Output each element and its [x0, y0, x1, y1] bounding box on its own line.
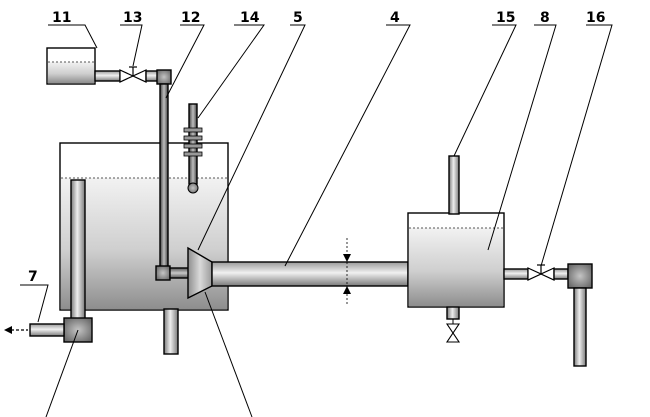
- outlet-pipe: [4, 179, 93, 343]
- elbow-joint-bottom: [155, 265, 171, 281]
- left-tank: [59, 142, 229, 311]
- outlet-horizontal-pipe: [29, 323, 65, 337]
- valve-13: [119, 66, 147, 83]
- right-tank-drain-valve: [445, 306, 461, 343]
- right-tank-outlet-pipe: [503, 268, 529, 280]
- reservoir-11: [46, 47, 96, 85]
- mixing-tube-4: [211, 261, 409, 287]
- label-12: 12: [181, 10, 200, 26]
- label-11: 11: [52, 10, 71, 26]
- right-tank: [407, 212, 505, 308]
- flow-arrow-icon: [4, 326, 12, 334]
- elbow-joint-16: [567, 263, 593, 289]
- elbow-joint-top: [156, 69, 172, 85]
- reservoir-feed-pipe: [94, 70, 121, 82]
- label-14: 14: [240, 10, 260, 26]
- label-8: 8: [540, 10, 550, 26]
- valve-8: [527, 264, 555, 281]
- label-15: 15: [496, 10, 515, 26]
- labels: 11 13 12 14 5 4 15 8 16 7: [28, 10, 605, 285]
- label-5: 5: [293, 10, 303, 26]
- downpipe-16: [573, 287, 587, 367]
- float-gauge-14: [183, 103, 203, 194]
- vent-pipe-15: [448, 155, 460, 215]
- leader-lines: [20, 24, 613, 417]
- label-4: 4: [390, 10, 400, 26]
- feed-tube-12: [159, 83, 169, 268]
- label-16: 16: [586, 10, 605, 26]
- left-tank-drain-pipe: [163, 308, 179, 355]
- label-7: 7: [28, 269, 38, 285]
- diameter-marker: [343, 238, 351, 306]
- label-13: 13: [123, 10, 142, 26]
- right-tank-liquid: [409, 228, 503, 306]
